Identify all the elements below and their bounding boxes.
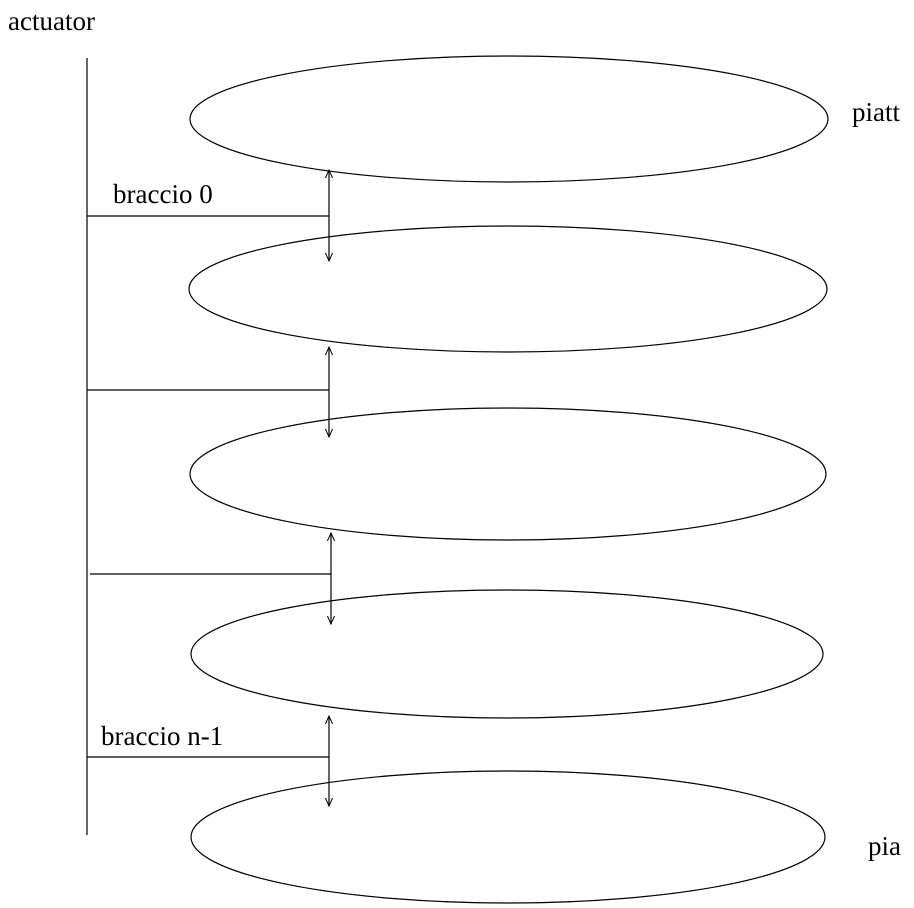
actuator-label: actuator [8,6,95,36]
platter-4 [190,770,826,904]
platter-2 [189,407,827,541]
arm-label-first: braccio 0 [113,179,213,209]
platter-3 [190,589,824,719]
platter-0 [189,55,829,183]
arm-label-last: braccio n-1 [101,721,223,751]
platter-label-bottom: pia [868,831,901,861]
platter-1 [188,225,828,353]
platter-label-top: piatt [852,97,900,127]
